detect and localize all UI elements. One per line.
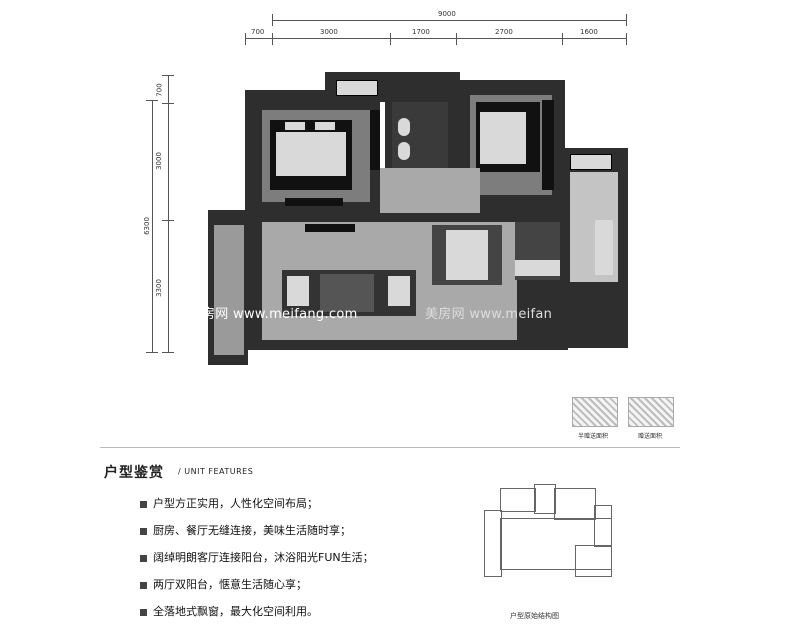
features-title: 户型鉴赏 [104, 465, 164, 481]
feature-item: 全落地式飘窗，最大化空间利用。 [140, 603, 318, 619]
second-wardrobe [542, 100, 554, 190]
top-dimension-700: 700 [251, 28, 265, 36]
top-dimension-2700: 2700 [495, 28, 513, 36]
master-bed-sheet [276, 132, 346, 176]
bullet-icon [140, 608, 147, 616]
half-gift-area-swatch [572, 397, 618, 427]
ac-unit-right [570, 154, 612, 170]
top-dimension-1600: 1600 [580, 28, 598, 36]
half-gift-area-label: 半赠送面积 [578, 433, 609, 440]
top-dimension-1700: 1700 [412, 28, 430, 36]
toilet [398, 118, 410, 136]
feature-item: 厨房、餐厅无缝连接，美味生活随时享； [140, 522, 351, 538]
bullet-icon [140, 527, 147, 535]
ac-unit-left [336, 80, 378, 96]
watermark-right: 美房网 www.meifan [425, 307, 553, 322]
gift-area-label: 赠送面积 [638, 433, 663, 440]
left-dimension-3000: 3000 [154, 152, 163, 170]
bullet-icon [140, 581, 147, 589]
coffee-table [320, 274, 374, 312]
second-bed-sheet [480, 112, 526, 164]
bathroom [392, 102, 448, 170]
watermark-left: 房网 www.meifang.com [202, 307, 358, 322]
left-dimension-700: 700 [155, 83, 164, 97]
left-total-dimension: 6300 [142, 217, 151, 235]
feature-item: 户型方正实用，人性化空间布局； [140, 495, 318, 511]
wash-basin [398, 142, 410, 160]
structure-plan-caption: 户型原始结构图 [510, 612, 559, 620]
kitchen-counter [515, 260, 560, 276]
bullet-icon [140, 500, 147, 508]
hallway [380, 168, 480, 213]
armchair-left [287, 276, 309, 306]
top-dimension-3000: 3000 [320, 28, 338, 36]
master-wardrobe [370, 110, 380, 170]
bullet-icon [140, 554, 147, 562]
feature-item: 阔绰明朗客厅连接阳台，沐浴阳光FUN生活； [140, 549, 374, 565]
balcony [214, 225, 244, 355]
gift-area-swatch [628, 397, 674, 427]
top-total-dimension: 9000 [438, 10, 456, 18]
feature-item: 两厅双阳台，惬意生活随心享； [140, 576, 307, 592]
features-subtitle: / UNIT FEATURES [178, 467, 254, 476]
left-dimension-3300: 3300 [154, 279, 163, 297]
section-divider [100, 447, 680, 448]
armchair-right [388, 276, 410, 306]
tv-cabinet [305, 224, 355, 232]
